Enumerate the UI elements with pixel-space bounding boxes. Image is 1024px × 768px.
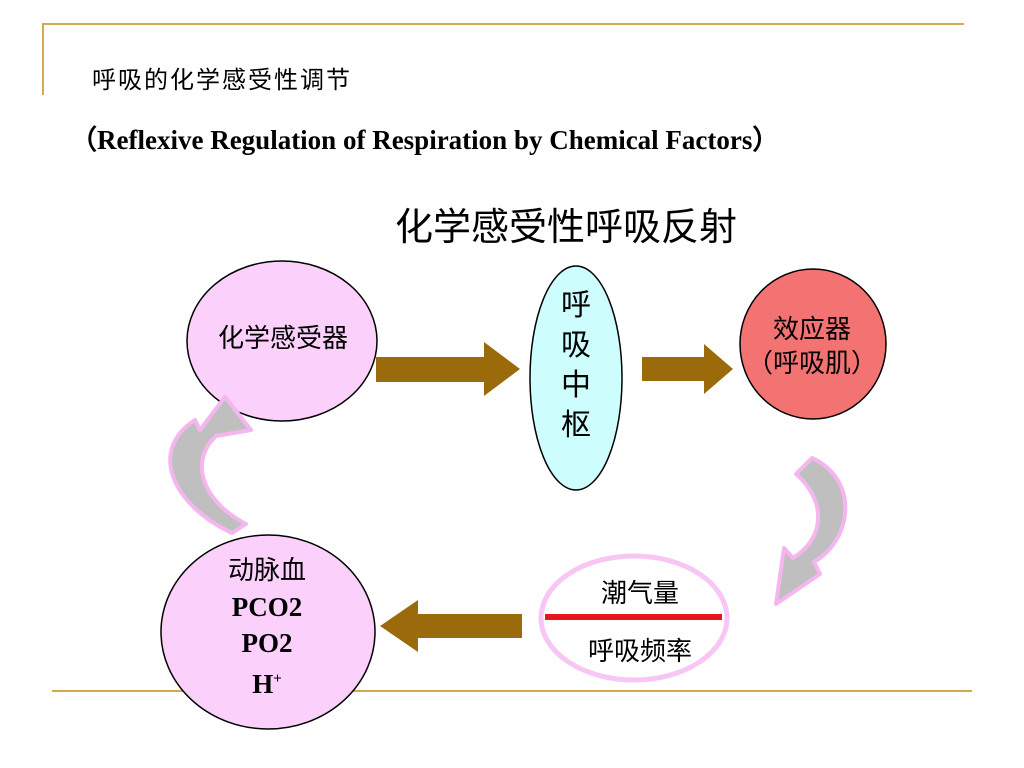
tidal-volume-label: 潮气量 (600, 579, 679, 609)
arterial-blood-node (160, 534, 376, 730)
curved-arrow-blood-to-receptor (168, 395, 253, 535)
top-rule (42, 23, 964, 25)
arterial-blood-hydrogen: H+ (162, 661, 372, 702)
slide-title-english: （Reflexive Regulation of Respiration by … (70, 125, 780, 155)
hydrogen-symbol: H (252, 669, 274, 699)
effector-label-line1: 效应器 (772, 315, 851, 345)
slide-title-chinese: 呼吸的化学感受性调节 (92, 66, 352, 94)
respiratory-rate-label: 呼吸频率 (587, 637, 692, 667)
effector-label: 效应器 （呼吸肌） (737, 313, 887, 381)
arterial-blood-label: 动脉血 PCO2 PO2 H+ (162, 553, 372, 702)
arrow-ventilation-to-blood (380, 600, 522, 652)
effector-node (739, 268, 887, 420)
respiratory-center-char: 呼 (561, 288, 591, 323)
chemoreceptor-node (186, 260, 378, 422)
respiratory-center-char: 中 (561, 368, 591, 403)
respiratory-center-char: 吸 (561, 328, 591, 363)
hydrogen-charge: + (273, 671, 282, 687)
diagram-heading: 化学感受性呼吸反射 (395, 205, 738, 249)
respiratory-center-node (529, 265, 623, 491)
respiratory-center-label: 呼 吸 中 枢 (528, 286, 624, 446)
bottom-rule (52, 690, 972, 692)
arterial-blood-line1: 动脉血 (227, 556, 306, 586)
arterial-blood-pco2: PCO2 (231, 592, 303, 622)
arterial-blood-po2: PO2 (241, 628, 293, 658)
effector-label-line2: （呼吸肌） (746, 349, 877, 379)
chemoreceptor-label: 化学感受器 (217, 324, 348, 354)
left-rule (42, 23, 44, 95)
arrow-center-to-effector (642, 344, 733, 394)
respiratory-center-char: 枢 (561, 408, 591, 443)
curved-arrow-effector-to-ventilation (774, 456, 848, 606)
arrow-receptor-to-center (376, 342, 520, 396)
